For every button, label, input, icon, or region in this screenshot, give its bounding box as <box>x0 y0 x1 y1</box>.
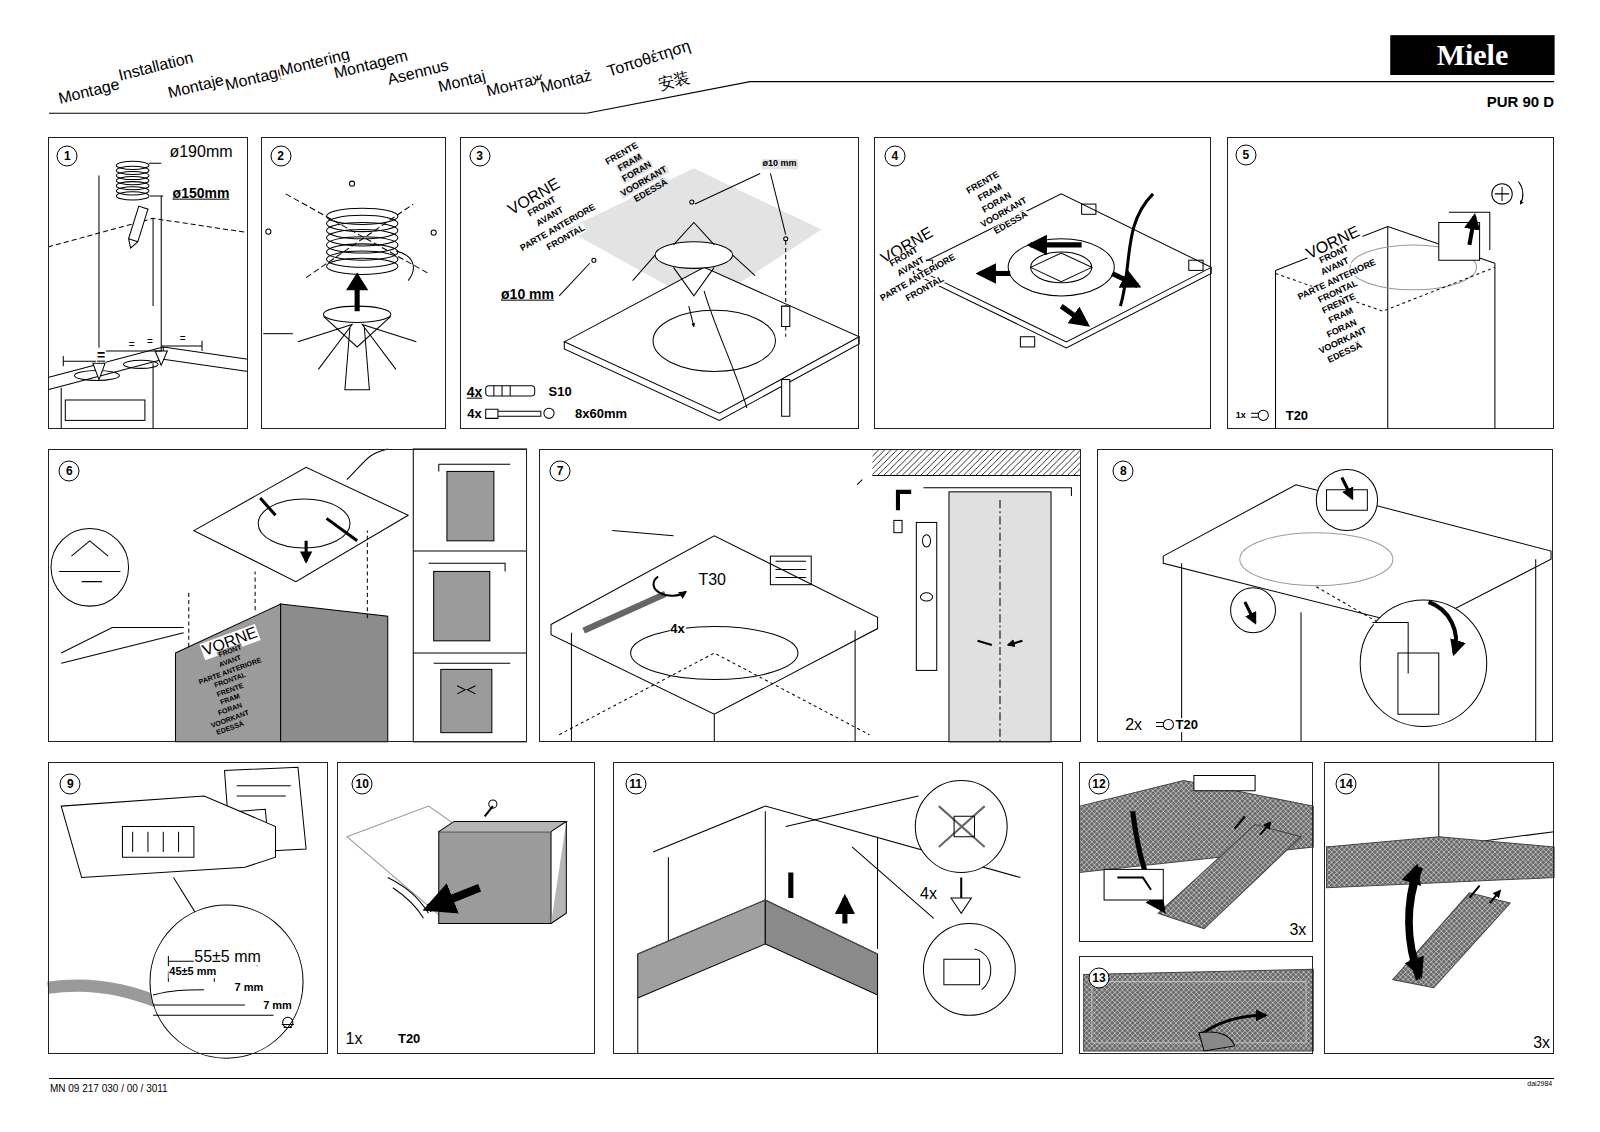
dimension-label: 4x <box>466 384 484 399</box>
step-panel: 10 1x T20 <box>337 762 595 1054</box>
dimension-label: 7 mm <box>262 1000 293 1012</box>
language-heading: 安装 <box>656 69 693 94</box>
dimension-label: = <box>179 334 187 345</box>
step-panel: 4VORNEFRONTAVANTPARTE ANTERIOREFRONTALFR… <box>874 137 1211 429</box>
step-number: 8 <box>1113 461 1134 482</box>
dimension-label: 2x <box>1124 717 1143 734</box>
step-number: 3 <box>469 146 490 167</box>
step-number: 6 <box>59 461 80 482</box>
dimension-label: 4x <box>669 622 685 636</box>
dimension-label: = <box>96 348 106 363</box>
step-number: 2 <box>270 146 291 167</box>
step-panel: 9 55±5 mm45±5 mm 7 mm 7 mm <box>48 762 328 1054</box>
document-number: MN 09 217 030 / 00 / 3011 <box>49 1084 169 1095</box>
step-number: 12 <box>1088 773 1109 794</box>
dimension-label: 45±5 mm <box>168 967 217 979</box>
step-number: 5 <box>1235 145 1256 166</box>
brand-logo: Miele <box>1436 39 1510 71</box>
step-panel: 7T30 4x <box>539 449 1081 742</box>
step-number: 10 <box>352 773 373 794</box>
step-panel: 6VORNEFRONTAVANTPARTE ANTERIOREFRONTALFR… <box>48 449 527 742</box>
dimension-label: ø150mm <box>172 185 231 200</box>
step-panel: 2 <box>261 137 446 429</box>
language-heading: Монтаж <box>484 69 546 100</box>
dimension-label: = <box>128 340 136 351</box>
dimension-label: 4x <box>466 407 482 421</box>
dimension-label: 8x60mm <box>574 407 628 421</box>
document-number: dai2984 <box>1526 1080 1553 1087</box>
dimension-label: ø10 mm <box>500 287 555 302</box>
dimension-label: = <box>146 337 154 348</box>
step-number: 11 <box>625 773 646 794</box>
dimension-label: 1x <box>345 1030 364 1047</box>
dimension-label: 1x <box>1235 412 1247 421</box>
language-heading: Montaż <box>538 67 595 96</box>
language-heading: Montaje <box>165 71 226 102</box>
dimension-label: S10 <box>548 385 573 399</box>
dimension-label: 55±5 mm <box>193 949 262 966</box>
step-panel: 8 2x T20 <box>1097 449 1553 742</box>
dimension-label: ø190mm <box>168 144 233 161</box>
step-number: 13 <box>1088 967 1109 988</box>
step-panel: 3VORNEFRONTAVANTPARTE ANTERIOREFRONTALFR… <box>460 137 859 429</box>
model-name: PUR 90 D <box>1486 94 1556 110</box>
step-panel: 12 3x <box>1079 762 1314 942</box>
step-panel: 1 ø190mm ø150mm = = = = <box>48 137 248 429</box>
step-number: 9 <box>60 773 81 794</box>
language-heading: Montage <box>56 76 122 108</box>
orientation-label: VORNE <box>877 224 936 268</box>
language-heading: Installation <box>116 50 196 85</box>
step-number: 7 <box>550 461 571 482</box>
dimension-label: ø10 mm <box>762 160 798 169</box>
step-number: 4 <box>884 146 905 167</box>
dimension-label: 3x <box>1288 922 1307 939</box>
dimension-label: 7 mm <box>234 982 265 994</box>
step-panel: 5VORNEFRONTAVANTPARTE ANTERIOREFRONTALFR… <box>1227 137 1555 429</box>
dimension-label: 3x <box>1532 1034 1551 1051</box>
step-panel: 11 4x <box>613 762 1063 1054</box>
dimension-label: T20 <box>1285 409 1309 423</box>
dimension-label: 4x <box>919 885 938 902</box>
dimension-label: T20 <box>397 1032 421 1046</box>
step-panel: 14 3x <box>1324 762 1554 1054</box>
dimension-label: T30 <box>697 571 727 588</box>
dimension-label: T20 <box>1175 719 1199 733</box>
step-panel: 13 <box>1079 956 1314 1054</box>
step-number: 14 <box>1335 773 1356 794</box>
step-number: 1 <box>57 146 78 167</box>
